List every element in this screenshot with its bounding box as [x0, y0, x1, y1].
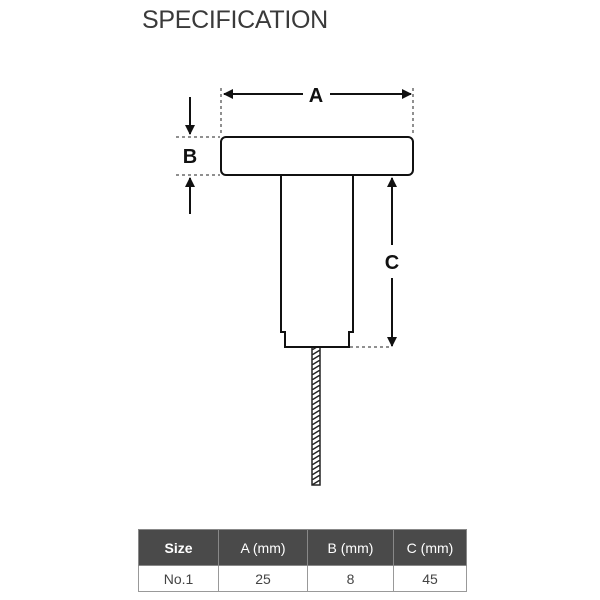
header-a: A (mm) — [218, 529, 308, 566]
page-title: SPECIFICATION — [142, 6, 328, 34]
shaft — [280, 175, 354, 348]
cap-head — [220, 136, 414, 176]
cell-c: 45 — [393, 565, 467, 592]
header-c: C (mm) — [393, 529, 467, 566]
cell-size: No.1 — [138, 565, 219, 592]
label-c: C — [385, 252, 399, 274]
header-b: B (mm) — [307, 529, 394, 566]
table-header-row: Size A (mm) B (mm) C (mm) — [138, 529, 467, 566]
cell-a: 25 — [218, 565, 308, 592]
label-b: B — [183, 146, 197, 168]
cell-b: 8 — [307, 565, 394, 592]
cable — [311, 346, 321, 486]
label-a: A — [309, 85, 323, 107]
header-size: Size — [138, 529, 219, 566]
table-row: No.1 25 8 45 — [138, 565, 467, 592]
dimension-diagram: A B C — [176, 85, 414, 486]
dimension-arrows — [185, 89, 412, 347]
dimension-guides — [176, 88, 414, 348]
spec-table: Size A (mm) B (mm) C (mm) No.1 25 8 45 — [138, 529, 467, 592]
